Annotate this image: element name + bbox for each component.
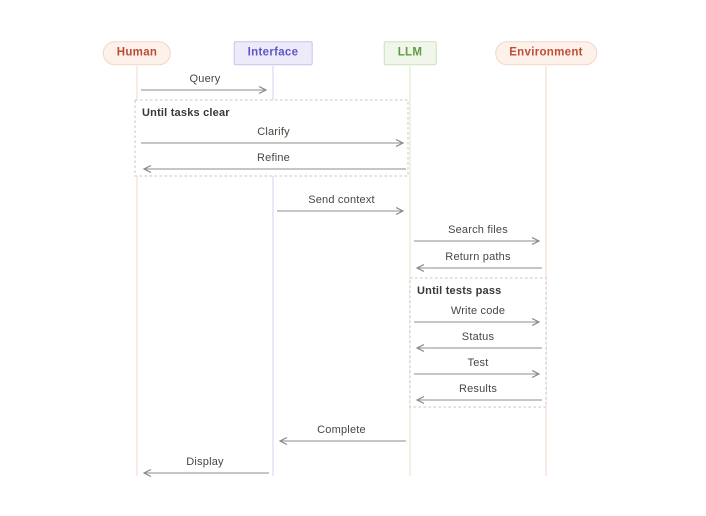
message-label-refine: Refine <box>257 152 290 164</box>
message-label-search-files: Search files <box>448 224 508 236</box>
message-label-query: Query <box>190 73 221 85</box>
loop-border <box>134 99 409 177</box>
message-query: Query <box>141 73 268 94</box>
message-status: Status <box>415 331 542 352</box>
message-clarify: Clarify <box>141 126 405 147</box>
message-complete: Complete <box>278 424 406 445</box>
message-label-complete: Complete <box>317 424 366 436</box>
message-test: Test <box>414 357 541 378</box>
message-display: Display <box>142 456 269 477</box>
message-label-display: Display <box>186 456 224 468</box>
message-refine: Refine <box>142 152 406 173</box>
message-results: Results <box>415 383 542 404</box>
message-label-write-code: Write code <box>451 305 505 317</box>
loop-title-until-tests-pass: Until tests pass <box>417 285 502 297</box>
message-label-results: Results <box>459 383 497 395</box>
loop-box-until-tasks-clear: Until tasks clear <box>134 99 409 177</box>
message-return-paths: Return paths <box>415 251 542 272</box>
loop-border <box>409 277 547 408</box>
message-search-files: Search files <box>414 224 541 245</box>
message-label-send-context: Send context <box>308 194 375 206</box>
loop-title-until-tasks-clear: Until tasks clear <box>142 107 230 119</box>
message-write-code: Write code <box>414 305 541 326</box>
message-label-clarify: Clarify <box>257 126 290 138</box>
loop-box-until-tests-pass: Until tests pass <box>409 277 547 408</box>
message-label-return-paths: Return paths <box>445 251 511 263</box>
message-label-test: Test <box>468 357 489 369</box>
message-send-context: Send context <box>277 194 405 215</box>
message-label-status: Status <box>462 331 495 343</box>
